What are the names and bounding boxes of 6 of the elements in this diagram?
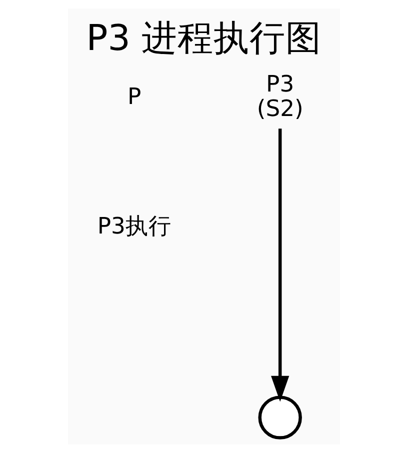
label: P3执行 [96,213,171,240]
arrow [270,128,289,402]
diagram-title: P3 进程执行图 [86,18,322,60]
node-circle [258,396,302,440]
node-text: P3 (S2) [256,72,303,122]
label: P [127,84,141,110]
